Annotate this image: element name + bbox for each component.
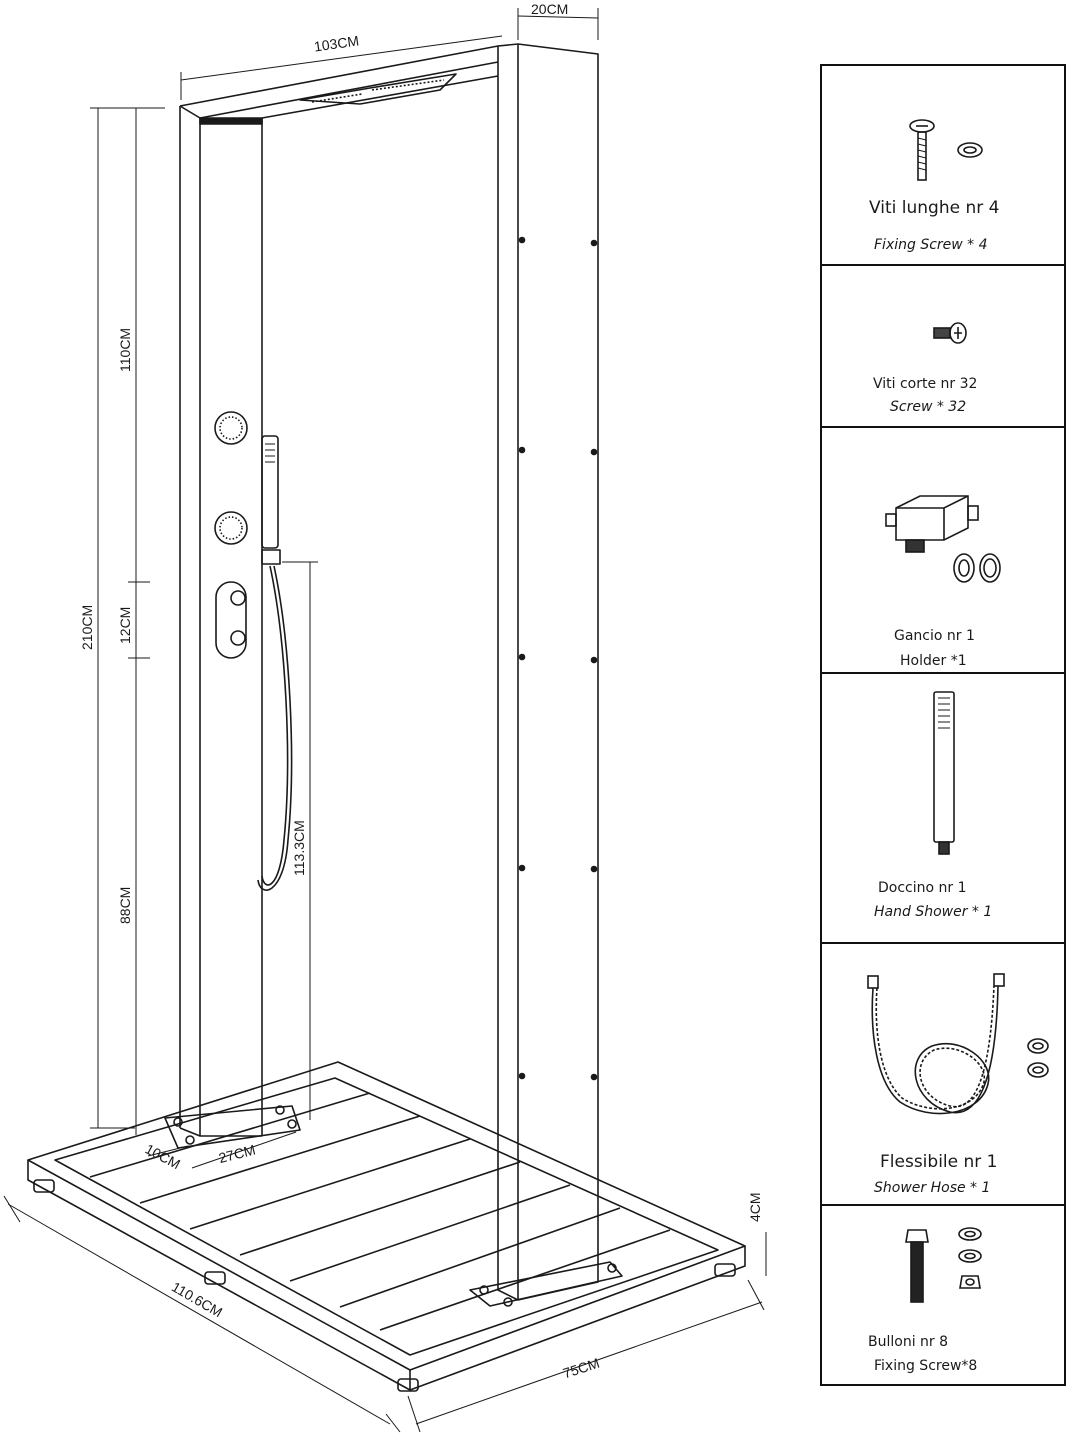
left-column [164,105,301,1149]
shower-assembly-drawing: 103CM 20CM 210CM 110CM 12CM 88CM 113.3CM… [3,1,767,1433]
dim-mixer-section: 12CM [117,607,133,644]
long-screw-icon [909,119,983,181]
part-hose-english: Shower Hose * 1 [874,1180,991,1196]
part-short-screws-english: Screw * 32 [890,399,967,415]
bolt-icon [905,1227,982,1303]
dim-plate-width: 27CM [217,1141,257,1166]
part-hose-name: Flessibile nr 1 [880,1152,998,1172]
dim-base-length: 110.6CM [169,1279,225,1321]
dimension-lines [3,8,767,1433]
part-long-screws-english: Fixing Screw * 4 [874,237,988,253]
part-long-screws: Viti lunghe nr 4 Fixing Screw * 4 [822,66,1064,266]
dim-depth-top: 20CM [531,1,568,17]
dim-lower-section: 88CM [117,887,133,924]
part-bolts: Bulloni nr 8 Fixing Screw*8 [822,1206,1064,1384]
part-hand-shower-name: Doccino nr 1 [878,880,967,896]
part-short-screws: Viti corte nr 32 Screw * 32 [822,266,1064,428]
short-screw-icon [933,322,967,344]
parts-list-panel: Viti lunghe nr 4 Fixing Screw * 4 Viti c… [820,64,1066,1386]
top-beam [179,45,499,125]
part-bolts-name: Bulloni nr 8 [868,1334,949,1350]
shower-fixtures [214,411,293,891]
part-short-screws-name: Viti corte nr 32 [873,376,978,392]
part-holder-english: Holder *1 [900,653,967,669]
dim-top-width: 103CM [313,32,360,54]
part-hand-shower: Doccino nr 1 Hand Shower * 1 [822,674,1064,944]
dim-upper-section: 110CM [117,328,133,372]
part-holder-name: Gancio nr 1 [894,628,975,644]
dim-base-width: 75CM [561,1355,601,1382]
hose-icon [867,973,1049,1115]
holder-icon [885,495,1001,583]
dim-total-height: 210CM [79,605,95,650]
part-bolts-english: Fixing Screw*8 [874,1358,978,1374]
part-long-screws-name: Viti lunghe nr 4 [869,198,1000,218]
hand-shower-icon [933,691,955,855]
right-column [469,43,623,1307]
dim-hose-height: 113.3CM [291,820,307,876]
part-hand-shower-english: Hand Shower * 1 [874,904,993,920]
dim-base-thickness: 4CM [747,1192,763,1222]
part-hose: Flessibile nr 1 Shower Hose * 1 [822,944,1064,1206]
base-platform [27,1061,746,1392]
part-holder: Gancio nr 1 Holder *1 [822,428,1064,674]
